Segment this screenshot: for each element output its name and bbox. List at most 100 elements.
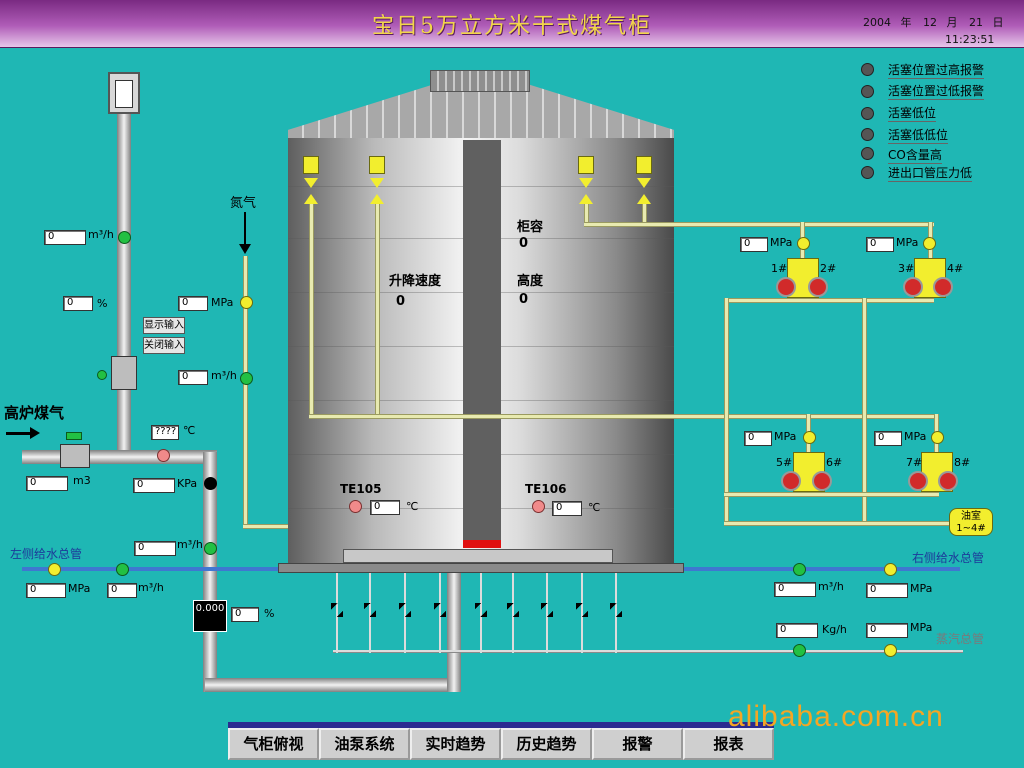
pump-6-motor-icon[interactable] bbox=[812, 471, 832, 491]
right-water-pipe bbox=[684, 567, 960, 571]
piston-track bbox=[463, 140, 501, 548]
gas-pipe-bottom bbox=[205, 678, 461, 692]
drain-valve-icon[interactable] bbox=[610, 603, 622, 617]
steam-flow-field[interactable]: 0 bbox=[776, 623, 818, 638]
pressure-sensor-icon bbox=[803, 431, 816, 444]
tank-foundation bbox=[278, 563, 684, 573]
pump-6-label: 6# bbox=[826, 456, 843, 469]
alarm-piston-lowpos: 活塞低位 bbox=[888, 106, 937, 122]
pump-8-motor-icon[interactable] bbox=[938, 471, 958, 491]
gas-volume-field[interactable]: 0 bbox=[26, 476, 68, 491]
lw-pressure-unit: MPa bbox=[68, 582, 91, 595]
gas-temp-field[interactable]: ???? bbox=[151, 425, 179, 440]
drain-valve-icon[interactable] bbox=[399, 603, 411, 617]
gas-volume-unit: m3 bbox=[73, 474, 91, 487]
flow-status-icon bbox=[116, 563, 129, 576]
pump-2-motor-icon[interactable] bbox=[808, 277, 828, 297]
roof-vent-icon bbox=[430, 70, 530, 92]
flow-top-field[interactable]: 0 bbox=[44, 230, 86, 245]
drain-valve-icon[interactable] bbox=[475, 603, 487, 617]
n2-flow-field[interactable]: 0 bbox=[178, 370, 208, 385]
pump12-pressure-unit: MPa bbox=[770, 236, 793, 249]
steam-main-label: 蒸汽总管 bbox=[936, 632, 985, 646]
alarm-piston-high: 活塞位置过高报警 bbox=[888, 63, 985, 79]
valve-percent-field[interactable]: 0 bbox=[231, 607, 259, 622]
oil-pipe bbox=[375, 204, 380, 416]
drain-valve-icon[interactable] bbox=[576, 603, 588, 617]
pump-4-label: 4# bbox=[947, 262, 964, 275]
page-title: 宝日5万立方米干式煤气柜 bbox=[372, 14, 652, 39]
drain-valve-icon[interactable] bbox=[364, 603, 376, 617]
nav-oil-pump-system[interactable]: 油泵系统 bbox=[319, 728, 410, 760]
bottom-nav: 气柜俯视 油泵系统 实时趋势 历史趋势 报警 报表 bbox=[228, 722, 774, 760]
percent-top-field[interactable]: 0 bbox=[63, 296, 93, 311]
flow-status-icon bbox=[118, 231, 131, 244]
drain-valve-icon[interactable] bbox=[507, 603, 519, 617]
drain-valve-icon[interactable] bbox=[434, 603, 446, 617]
lw-pressure-field[interactable]: 0 bbox=[26, 583, 66, 598]
drain-valve-icon[interactable] bbox=[331, 603, 343, 617]
alarm-indicator-icon bbox=[861, 128, 874, 141]
alarm-indicator-icon bbox=[861, 147, 874, 160]
valve-percent-unit: % bbox=[264, 607, 275, 620]
pump-5-motor-icon[interactable] bbox=[781, 471, 801, 491]
watermark: alibaba.com.cn bbox=[728, 700, 944, 733]
pump-7-label: 7# bbox=[906, 456, 923, 469]
nav-realtime-trend[interactable]: 实时趋势 bbox=[410, 728, 501, 760]
valve-icon bbox=[304, 194, 318, 204]
oil-room-label: 油室 bbox=[961, 511, 981, 522]
valve-icon bbox=[637, 194, 651, 204]
nav-history-trend[interactable]: 历史趋势 bbox=[501, 728, 592, 760]
steam-pressure-field[interactable]: 0 bbox=[866, 623, 908, 638]
rw-flow-unit: m³/h bbox=[818, 580, 844, 593]
alarm-piston-low: 活塞位置过低报警 bbox=[888, 84, 985, 100]
oil-pipe-top bbox=[584, 222, 934, 227]
level-sensor-icon bbox=[369, 156, 385, 174]
arrow-down-icon bbox=[239, 244, 251, 254]
pump-4-motor-icon[interactable] bbox=[933, 277, 953, 297]
gas-pressure-field[interactable]: 0 bbox=[133, 478, 175, 493]
rw-pressure-field[interactable]: 0 bbox=[866, 583, 908, 598]
pump-7-motor-icon[interactable] bbox=[908, 471, 928, 491]
te105-unit: ℃ bbox=[406, 500, 419, 513]
te105-label: TE105 bbox=[340, 482, 382, 496]
flow-status-icon bbox=[204, 542, 217, 555]
gas-pressure-unit: KPa bbox=[177, 477, 198, 490]
bleeder-valve-icon bbox=[108, 72, 140, 114]
nav-holder-overview[interactable]: 气柜俯视 bbox=[228, 728, 319, 760]
pump34-pressure-field[interactable]: 0 bbox=[866, 237, 894, 252]
pump56-pressure-field[interactable]: 0 bbox=[744, 431, 772, 446]
te105-field[interactable]: 0 bbox=[370, 500, 400, 515]
valve-icon bbox=[304, 178, 318, 188]
inlet-valve-icon[interactable] bbox=[60, 444, 90, 468]
close-input-button[interactable]: 关闭输入 bbox=[143, 337, 185, 354]
height-value: 0 bbox=[519, 292, 529, 307]
te106-label: TE106 bbox=[525, 482, 567, 496]
height-label: 高度 bbox=[517, 274, 544, 289]
n2-pressure-field[interactable]: 0 bbox=[178, 296, 208, 311]
drain-valve-icon[interactable] bbox=[541, 603, 553, 617]
pump-1-label: 1# bbox=[771, 262, 788, 275]
pump-3-motor-icon[interactable] bbox=[903, 277, 923, 297]
pump-1-motor-icon[interactable] bbox=[776, 277, 796, 297]
gas-pipe-horizontal bbox=[22, 450, 217, 464]
valve-icon bbox=[370, 194, 384, 204]
nav-alarm[interactable]: 报警 bbox=[592, 728, 683, 760]
pump-5-label: 5# bbox=[776, 456, 793, 469]
valve-icon bbox=[370, 178, 384, 188]
gate-valve-icon[interactable] bbox=[111, 356, 137, 390]
rw-flow-field[interactable]: 0 bbox=[774, 582, 816, 597]
lw-flow-field[interactable]: 0 bbox=[107, 583, 137, 598]
pump78-pressure-field[interactable]: 0 bbox=[874, 431, 902, 446]
show-input-button[interactable]: 显示输入 bbox=[143, 317, 185, 334]
temp-sensor-icon bbox=[532, 500, 545, 513]
te106-field[interactable]: 0 bbox=[552, 501, 582, 516]
water-flow-field[interactable]: 0 bbox=[134, 541, 176, 556]
nav-report[interactable]: 报表 bbox=[683, 728, 774, 760]
speed-label: 升降速度 bbox=[389, 274, 442, 289]
oil-room[interactable]: 油室 1~4# bbox=[949, 508, 993, 536]
pump12-pressure-field[interactable]: 0 bbox=[740, 237, 768, 252]
alarm-indicator-icon bbox=[861, 85, 874, 98]
flow-status-icon bbox=[240, 372, 253, 385]
flow-top-unit: m³/h bbox=[88, 228, 114, 241]
